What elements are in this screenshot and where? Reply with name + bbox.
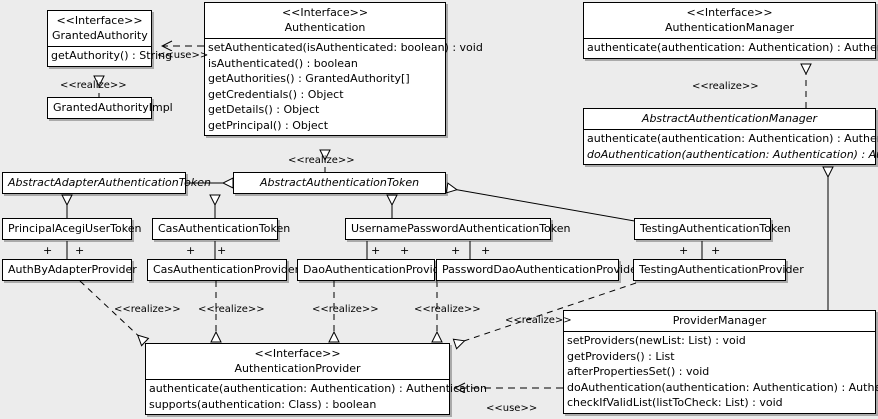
class-name: CasAuthenticationProvider — [153, 263, 300, 276]
edge-label-realize-dao-provider: <<realize>> — [312, 304, 379, 315]
association-plus-mark: + — [679, 244, 689, 257]
method-compartment: authenticate(authentication: Authenticat… — [146, 379, 487, 414]
edge-label-realize-auth-by-adapter: <<realize>> — [114, 304, 181, 315]
class-cas-authentication-token[interactable]: CasAuthenticationToken — [152, 218, 291, 240]
class-name: UsernamePasswordAuthenticationToken — [351, 222, 571, 235]
association-plus-mark: + — [481, 244, 491, 257]
edge-label-use-authentication-grantedauthority: <<use>> — [157, 50, 209, 61]
class-username-password-authentication-token[interactable]: UsernamePasswordAuthenticationToken — [345, 218, 571, 240]
class-header: <<Interface>> Authentication — [205, 3, 445, 38]
class-header: <<Interface>> GrantedAuthority — [48, 11, 151, 46]
class-testing-authentication-provider[interactable]: TestingAuthenticationProvider — [633, 259, 804, 281]
class-name: AbstractAuthenticationManager — [641, 112, 818, 125]
class-abstract-authentication-manager[interactable]: AbstractAuthenticationManager authentica… — [583, 108, 878, 165]
class-name: AuthenticationProvider — [234, 362, 361, 375]
class-testing-authentication-token[interactable]: TestingAuthenticationToken — [634, 218, 791, 240]
class-name: GrantedAuthority — [52, 29, 148, 42]
edge-label-realize-password-dao-provider: <<realize>> — [414, 304, 481, 315]
class-name: TestingAuthenticationToken — [640, 222, 791, 235]
class-name: AbstractAdapterAuthenticationToken — [8, 176, 211, 189]
class-authentication-manager[interactable]: <<Interface>> AuthenticationManager auth… — [583, 2, 878, 59]
stereotype-label: <<Interface>> — [686, 6, 773, 19]
class-name: AuthByAdapterProvider — [8, 263, 137, 276]
class-auth-by-adapter-provider[interactable]: AuthByAdapterProvider — [2, 259, 137, 281]
method-item: authenticate(authentication: Authenticat… — [587, 41, 878, 54]
method-compartment: authenticate(authentication: Authenticat… — [584, 38, 878, 58]
method-item: getCredentials() : Object — [208, 87, 344, 101]
class-authentication-provider[interactable]: <<Interface>> AuthenticationProvider aut… — [145, 343, 487, 415]
method-item: doAuthentication(authentication: Authent… — [587, 147, 878, 161]
association-plus-mark: + — [711, 244, 721, 257]
class-granted-authority-impl[interactable]: GrantedAuthorityImpl — [47, 97, 173, 119]
method-compartment: authenticate(authentication: Authenticat… — [584, 129, 878, 164]
edge-label-realize-testing-provider: <<realize>> — [505, 315, 572, 326]
class-name: CasAuthenticationToken — [158, 222, 291, 235]
edge-label-realize-grantedauthorityimpl: <<realize>> — [60, 80, 127, 91]
class-name: GrantedAuthorityImpl — [53, 101, 173, 114]
stereotype-label: <<Interface>> — [56, 14, 143, 27]
class-name: DaoAuthenticationProvider — [303, 263, 451, 276]
class-name: PasswordDaoAuthenticationProvider — [442, 263, 642, 276]
method-item: getPrincipal() : Object — [208, 118, 329, 132]
class-name: Authentication — [284, 21, 366, 34]
association-plus-mark: + — [43, 244, 53, 257]
class-header: AbstractAuthenticationManager — [584, 109, 875, 129]
class-name: TestingAuthenticationProvider — [639, 263, 804, 276]
association-plus-mark: + — [75, 244, 85, 257]
edge-label-realize-abstract-authentication-manager: <<realize>> — [692, 81, 759, 92]
class-abstract-adapter-authentication-token[interactable]: AbstractAdapterAuthenticationToken — [2, 172, 211, 194]
method-compartment: getAuthority() : String — [48, 46, 173, 66]
edge-label-realize-cas-provider: <<realize>> — [198, 304, 265, 315]
association-plus-mark: + — [371, 244, 381, 257]
association-plus-mark: + — [217, 244, 227, 257]
edge-generalize-testing-token — [445, 182, 641, 223]
edge-label-realize-abstract-authentication-token: <<realize>> — [288, 155, 355, 166]
class-header: ProviderManager — [564, 311, 875, 331]
class-password-dao-authentication-provider[interactable]: PasswordDaoAuthenticationProvider — [436, 259, 642, 281]
association-plus-mark: + — [186, 244, 196, 257]
method-item: isAuthenticated() : boolean — [208, 56, 358, 70]
class-provider-manager[interactable]: ProviderManager setProviders(newList: Li… — [563, 310, 878, 414]
method-item: setAuthenticated(isAuthenticated: boolea… — [208, 41, 483, 54]
stereotype-label: <<Interface>> — [254, 347, 341, 360]
class-name: AbstractAuthenticationToken — [259, 176, 420, 189]
class-granted-authority[interactable]: <<Interface>> GrantedAuthority getAuthor… — [47, 10, 173, 67]
class-abstract-authentication-token[interactable]: AbstractAuthenticationToken — [233, 172, 446, 194]
method-item: setProviders(newList: List) : void — [567, 334, 746, 347]
class-authentication[interactable]: <<Interface>> Authentication setAuthenti… — [204, 2, 483, 136]
method-item: afterPropertiesSet() : void — [567, 365, 710, 378]
method-item: getDetails() : Object — [208, 103, 320, 116]
method-compartment: setProviders(newList: List) : void getPr… — [564, 331, 878, 413]
class-name: PrincipalAcegiUserToken — [8, 222, 142, 235]
method-item: authenticate(authentication: Authenticat… — [149, 382, 487, 395]
class-dao-authentication-provider[interactable]: DaoAuthenticationProvider — [297, 259, 451, 281]
association-plus-mark: + — [400, 244, 410, 257]
class-cas-authentication-provider[interactable]: CasAuthenticationProvider — [147, 259, 300, 281]
class-header: <<Interface>> AuthenticationProvider — [146, 344, 449, 379]
class-name: AuthenticationManager — [665, 21, 794, 34]
method-item: getProviders() : List — [567, 349, 675, 363]
method-compartment: setAuthenticated(isAuthenticated: boolea… — [205, 38, 483, 135]
stereotype-label: <<Interface>> — [281, 6, 369, 19]
method-item: getAuthorities() : GrantedAuthority[] — [208, 72, 410, 85]
method-item: authenticate(authentication: Authenticat… — [587, 132, 878, 145]
class-principal-acegi-user-token[interactable]: PrincipalAcegiUserToken — [2, 218, 142, 240]
method-item: getAuthority() : String — [51, 49, 173, 62]
method-item: doAuthentication(authentication: Authent… — [567, 380, 878, 394]
edge-label-use-provider-manager: <<use>> — [486, 403, 538, 414]
class-name: ProviderManager — [672, 314, 767, 327]
class-header: <<Interface>> AuthenticationManager — [584, 3, 875, 38]
association-plus-mark: + — [451, 244, 461, 257]
method-item: checkIfValidList(listToCheck: List) : vo… — [567, 396, 783, 409]
method-item: supports(authentication: Class) : boolea… — [149, 397, 377, 411]
